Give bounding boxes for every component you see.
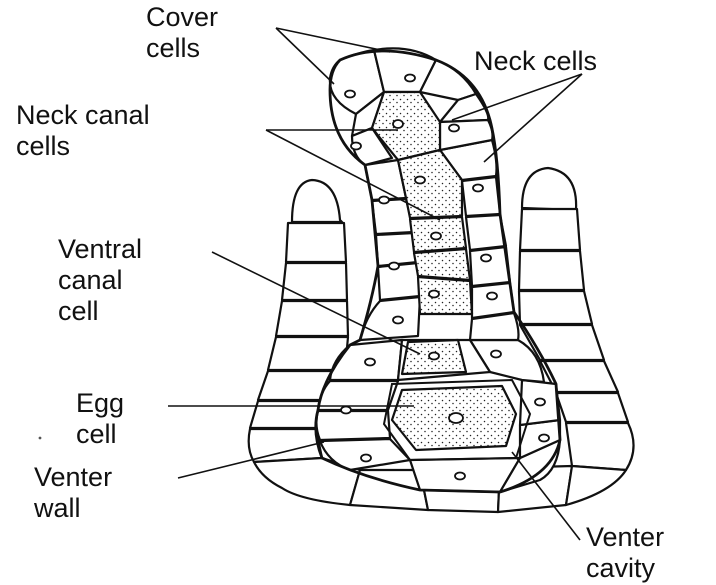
label-egg-cell: Egg cell <box>76 388 124 450</box>
leader-cover-cells-1 <box>276 28 334 84</box>
label-venter-wall: Venter wall <box>34 462 112 524</box>
label-ventral-canal-cell: Ventral canal cell <box>58 234 142 327</box>
label-neck-cells: Neck cells <box>474 46 597 77</box>
stray-dot <box>39 437 42 440</box>
label-neck-canal-cells: Neck canal cells <box>16 100 150 162</box>
leader-neck-cells-2 <box>484 74 582 162</box>
label-cover-cells: Cover cells <box>146 2 218 64</box>
label-venter-cavity: Venter cavity <box>586 522 664 584</box>
leader-cover-cells-2 <box>276 28 390 52</box>
